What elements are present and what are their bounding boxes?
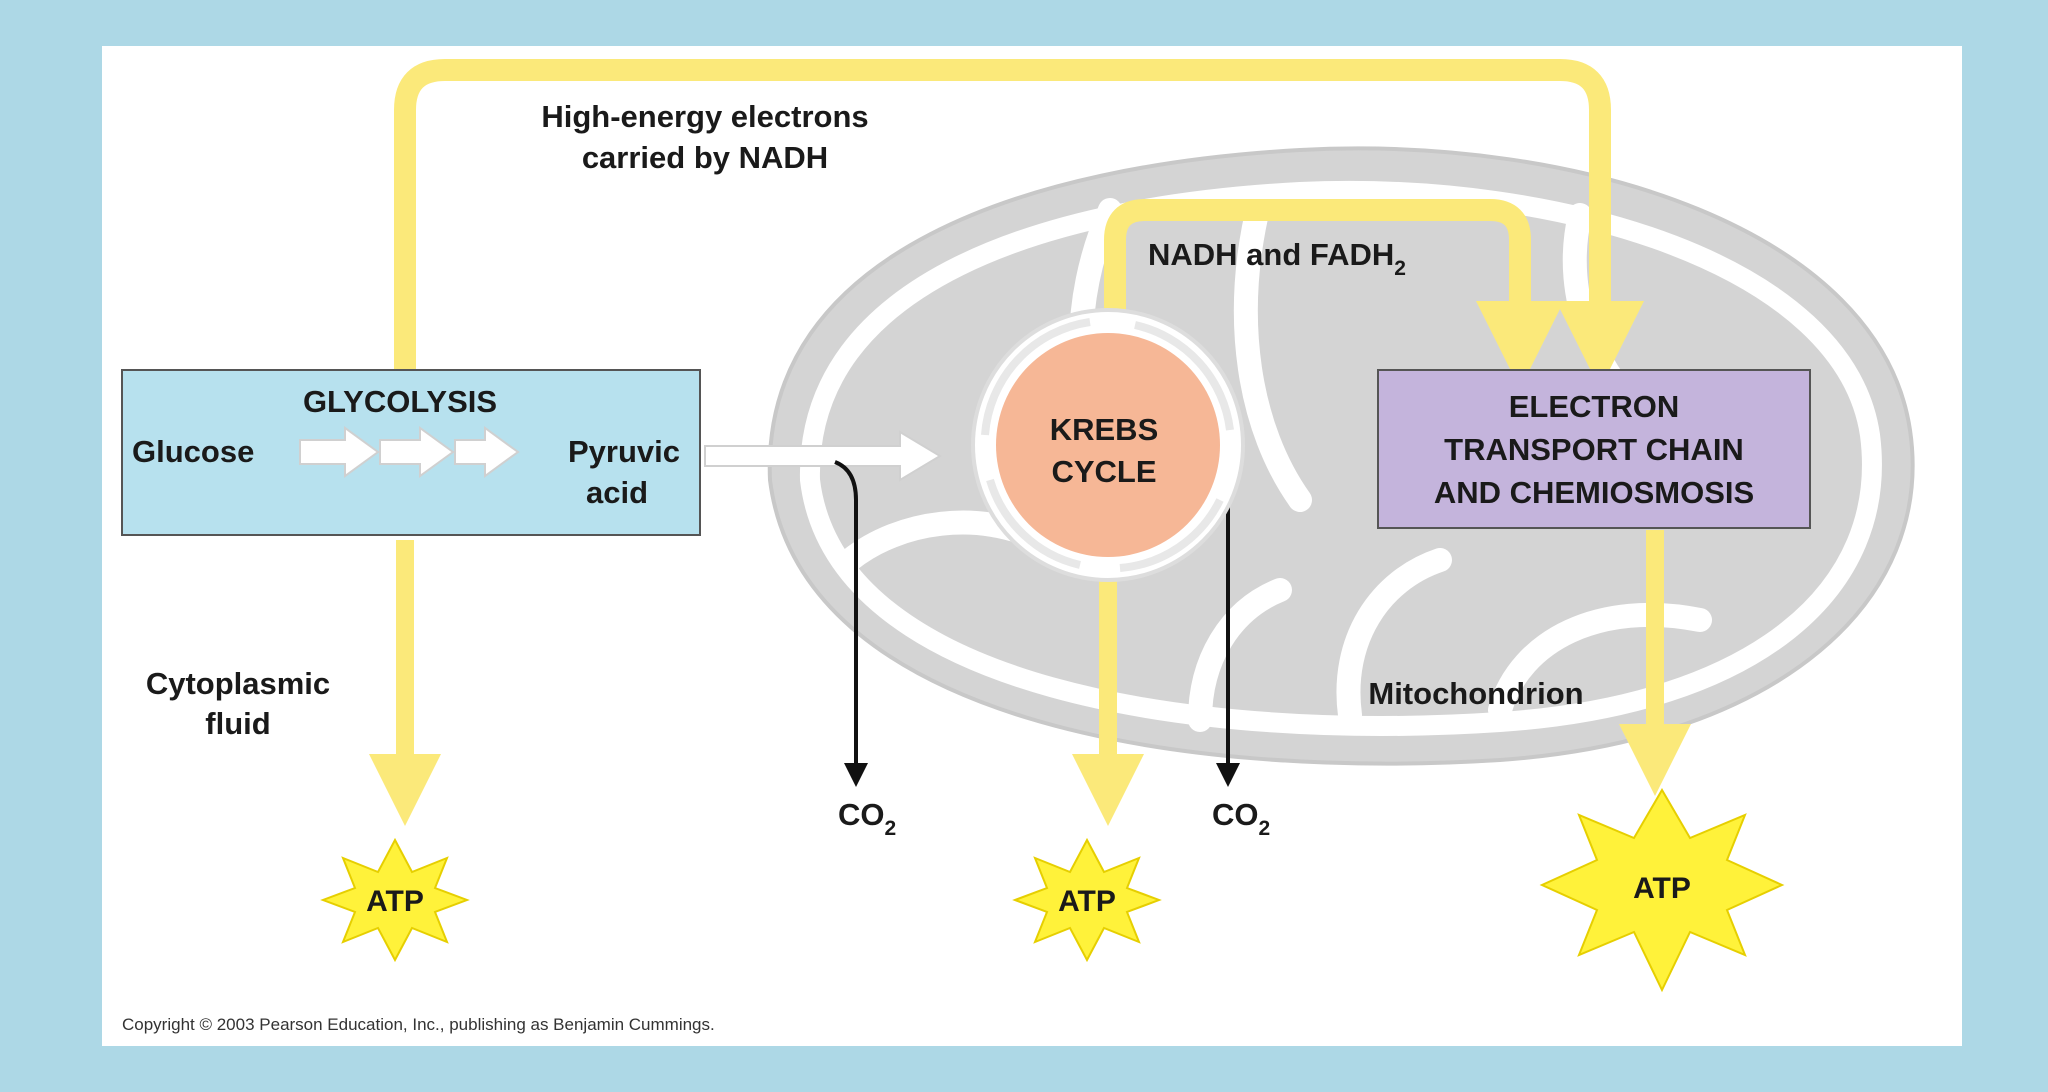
cytoplasm-label-line2: fluid xyxy=(205,706,270,741)
atp-star-glycolysis xyxy=(320,837,470,963)
nadh-label-line1: High-energy electrons xyxy=(541,99,868,134)
atp-star-krebs xyxy=(1012,837,1162,963)
krebs-cycle xyxy=(971,308,1245,582)
krebs-label-line2: CYCLE xyxy=(1051,454,1156,489)
fadh-loop-arrow xyxy=(1104,199,1564,389)
pyruvate-to-krebs-arrow xyxy=(704,430,942,482)
atp-label-etc: ATP xyxy=(1633,872,1691,905)
etc-box xyxy=(1377,369,1811,529)
co2-arrow-1 xyxy=(834,460,868,787)
etc-label-line2: TRANSPORT CHAIN xyxy=(1444,432,1744,467)
atp-label-glycolysis: ATP xyxy=(366,885,424,918)
etc-label-line3: AND CHEMIOSMOSIS xyxy=(1434,475,1754,510)
glycolysis-title: GLYCOLYSIS xyxy=(303,384,497,419)
cytoplasm-label-line1: Cytoplasmic xyxy=(146,666,330,701)
glucose-to-pyruvate-arrows xyxy=(299,426,520,478)
fadh-label: NADH and FADH2 xyxy=(1148,237,1406,280)
glucose-label: Glucose xyxy=(132,434,254,469)
pyruvic-label-line2: acid xyxy=(586,475,648,510)
co2-label-2: CO2 xyxy=(1212,797,1270,840)
nadh-loop-arrow xyxy=(394,59,1644,389)
atp-label-krebs: ATP xyxy=(1058,885,1116,918)
co2-label-1: CO2 xyxy=(838,797,896,840)
atp-star-etc xyxy=(1539,788,1785,993)
copyright-text: Copyright © 2003 Pearson Education, Inc.… xyxy=(122,1015,715,1034)
pyruvic-label-line1: Pyruvic xyxy=(568,434,680,469)
etc-label-line1: ELECTRON xyxy=(1509,389,1680,424)
mitochondrion-label: Mitochondrion xyxy=(1368,676,1583,711)
krebs-label-line1: KREBS xyxy=(1050,412,1159,447)
nadh-label-line2: carried by NADH xyxy=(582,140,828,175)
